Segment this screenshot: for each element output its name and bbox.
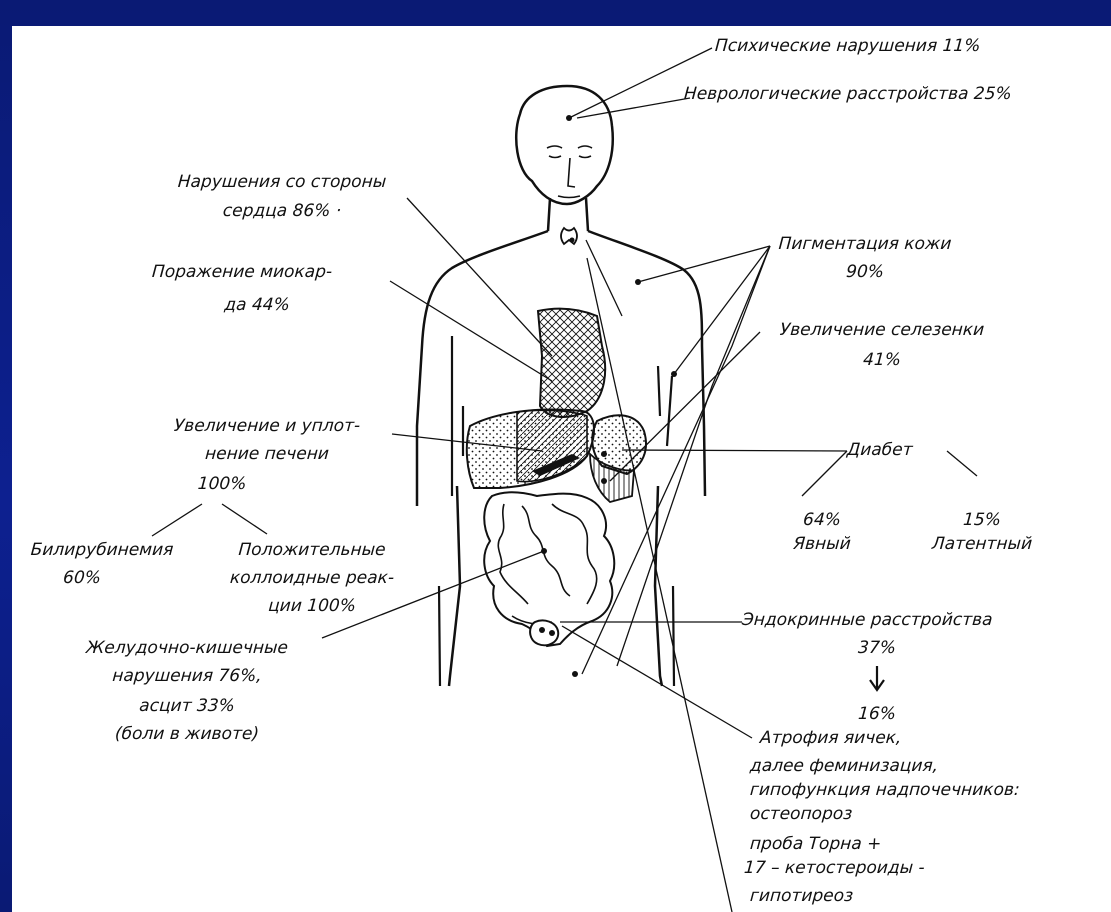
thyroid bbox=[561, 228, 577, 244]
label-atrophy-line3: гипофункция надпочечников: bbox=[749, 780, 1020, 801]
down-arrow bbox=[870, 666, 884, 690]
label-atrophy-line7: гипотиреоз bbox=[749, 886, 854, 907]
label-heart-line1: Нарушения со стороны bbox=[151, 172, 412, 193]
label-atrophy-line2: далее феминизация, bbox=[749, 756, 939, 777]
label-colloid-line1: Положительные bbox=[201, 540, 422, 561]
label-pigmentation-line2: 90% bbox=[769, 262, 960, 283]
label-atrophy-line6: 17 – кетостероиды - bbox=[743, 858, 925, 879]
label-diabetes-latent: Латентный bbox=[911, 534, 1052, 555]
diagram-page: Психические нарушения 11% Неврологически… bbox=[12, 26, 1111, 912]
label-atrophy-pct: 16% bbox=[831, 704, 922, 725]
label-endocrine-line1: Эндокринные расстройства bbox=[741, 610, 993, 631]
label-psychic-disorders: Психические нарушения 11% bbox=[714, 36, 981, 57]
label-diabetes-overt: Явный bbox=[771, 534, 872, 555]
label-atrophy-line4: остеопороз bbox=[749, 804, 853, 825]
heart-organ bbox=[538, 309, 605, 417]
face-features bbox=[547, 146, 592, 198]
label-heart-line2: сердца 86% · bbox=[151, 201, 412, 222]
label-atrophy-line5: проба Торна + bbox=[749, 834, 882, 855]
label-diabetes-overt-pct: 64% bbox=[771, 510, 872, 531]
label-colloid-line2: коллоидные реак- bbox=[201, 568, 422, 589]
label-liver-line3: 100% bbox=[131, 474, 312, 495]
label-liver-line2: нение печени bbox=[131, 444, 402, 465]
label-diabetes-latent-pct: 15% bbox=[911, 510, 1052, 531]
label-spleen-line2: 41% bbox=[756, 350, 1007, 371]
label-diabetes: Диабет bbox=[846, 440, 913, 461]
label-myocardium-line2: да 44% bbox=[151, 295, 362, 316]
lower-body bbox=[449, 486, 662, 686]
label-atrophy-line1: Атрофия яичек, bbox=[759, 728, 902, 749]
label-endocrine-line2: 37% bbox=[831, 638, 922, 659]
label-bilirubinemia-line1: Билирубинемия bbox=[21, 540, 182, 561]
label-bilirubinemia-line2: 60% bbox=[21, 568, 142, 589]
label-pigmentation-line1: Пигментация кожи bbox=[769, 234, 960, 255]
label-colloid-line3: ции 100% bbox=[201, 596, 422, 617]
label-liver-line1: Увеличение и уплот- bbox=[131, 416, 402, 437]
label-spleen-line1: Увеличение селезенки bbox=[756, 320, 1007, 341]
label-myocardium-line1: Поражение миокар- bbox=[151, 262, 333, 283]
label-gi-line2: нарушения 76%, bbox=[41, 666, 332, 687]
label-gi-line3: асцит 33% bbox=[41, 696, 332, 717]
label-neurological-disorders: Неврологические расстройства 25% bbox=[683, 84, 1012, 105]
label-gi-line1: Желудочно-кишечные bbox=[41, 638, 332, 659]
label-gi-line4: (боли в животе) bbox=[41, 724, 332, 745]
